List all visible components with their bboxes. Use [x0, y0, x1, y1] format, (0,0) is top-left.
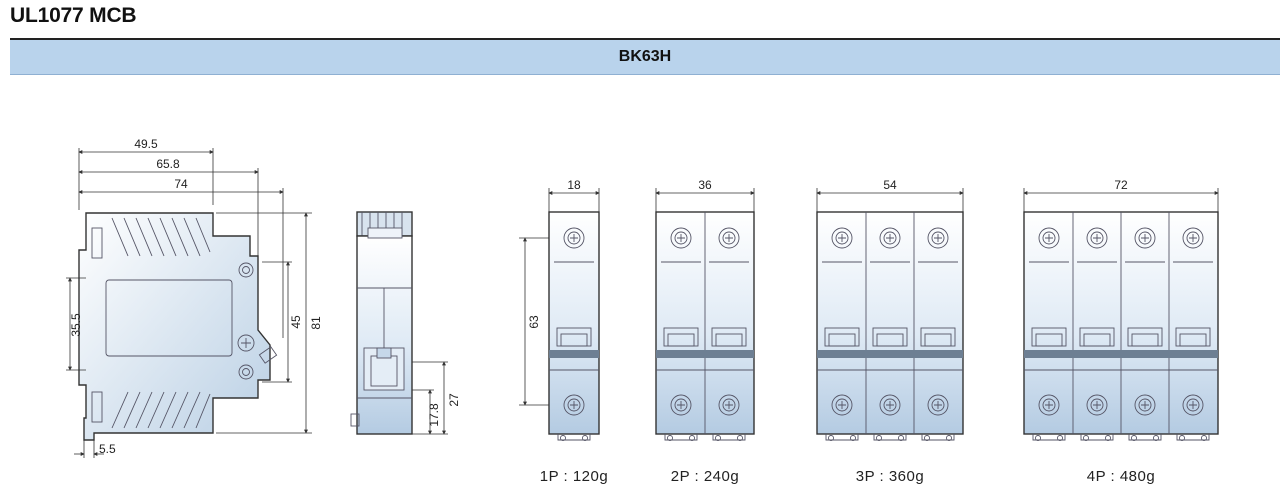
- breaker-body: [816, 211, 964, 435]
- breaker-body: [548, 211, 600, 435]
- terminal-screw-icon: [879, 394, 901, 416]
- weight-label-3p: 3P : 360g: [856, 468, 924, 485]
- width-label-4p: 72: [1114, 178, 1128, 192]
- variant-3p: 54 3P : 360g: [816, 178, 964, 485]
- variant-2p: 36 2P : 240g: [655, 178, 755, 485]
- width-label-1p: 18: [567, 178, 581, 192]
- terminal-screw-icon: [563, 227, 585, 249]
- pole-variants: 18 63 1P : 120g 36 2P : 240g 54 3P : 360g 72 4P …: [519, 178, 1219, 485]
- terminal-screw-icon: [1086, 394, 1108, 416]
- front-view: 27 17.8: [350, 211, 461, 435]
- terminal-screw-icon: [670, 394, 692, 416]
- toggle-handle: [711, 327, 747, 347]
- model-label: BK63H: [618, 48, 672, 65]
- terminal-screw-icon: [718, 394, 740, 416]
- dim-45: 45: [289, 315, 303, 329]
- handle-band: [817, 350, 963, 358]
- terminal-screw-icon: [1086, 227, 1108, 249]
- model-banner: BK63H: [10, 40, 1280, 75]
- terminal-screw-icon: [718, 227, 740, 249]
- weight-label-4p: 4P : 480g: [1087, 468, 1155, 485]
- side-view: 49.5 65.8 74 35.5: [66, 137, 323, 458]
- variant-1p: 18 63 1P : 120g: [519, 178, 608, 485]
- dim-65-8: 65.8: [156, 157, 180, 171]
- variant-4p: 72 4P : 480g: [1023, 178, 1219, 485]
- terminal-screw-icon: [1134, 394, 1156, 416]
- width-label-3p: 54: [883, 178, 897, 192]
- toggle-handle: [1175, 327, 1211, 347]
- toggle-handle: [663, 327, 699, 347]
- dim-27: 27: [447, 393, 461, 407]
- terminal-screw-icon: [563, 394, 585, 416]
- handle-band: [656, 350, 754, 358]
- terminal-screw-icon: [879, 227, 901, 249]
- dim-17-8: 17.8: [427, 403, 441, 427]
- weight-label-1p: 1P : 120g: [540, 468, 608, 485]
- terminal-screw-icon: [1182, 394, 1204, 416]
- dim-74: 74: [174, 177, 188, 191]
- terminal-screw-icon: [831, 394, 853, 416]
- dim-35-5: 35.5: [69, 313, 83, 337]
- weight-label-2p: 2P : 240g: [671, 468, 739, 485]
- terminal-screw-icon: [1038, 394, 1060, 416]
- page-title: UL1077 MCB: [10, 4, 137, 27]
- height-label-1p: 63: [527, 315, 541, 329]
- terminal-screw-icon: [1038, 227, 1060, 249]
- toggle-handle: [872, 327, 908, 347]
- toggle-handle: [1031, 327, 1067, 347]
- toggle-handle: [1127, 327, 1163, 347]
- toggle-handle: [1079, 327, 1115, 347]
- terminal-screw-icon: [927, 394, 949, 416]
- title-divider: [10, 38, 1280, 40]
- handle-band: [1024, 350, 1218, 358]
- dim-49-5: 49.5: [134, 137, 158, 151]
- toggle-handle: [920, 327, 956, 347]
- terminal-screw-icon: [927, 227, 949, 249]
- width-label-2p: 36: [698, 178, 712, 192]
- terminal-screw-icon: [1134, 227, 1156, 249]
- dim-81: 81: [309, 316, 323, 330]
- dim-5-5: 5.5: [99, 442, 116, 456]
- toggle-handle: [824, 327, 860, 347]
- terminal-screw-icon: [1182, 227, 1204, 249]
- terminal-screw-icon: [831, 227, 853, 249]
- toggle-handle: [556, 327, 592, 347]
- terminal-screw-icon: [670, 227, 692, 249]
- handle-band: [549, 350, 599, 358]
